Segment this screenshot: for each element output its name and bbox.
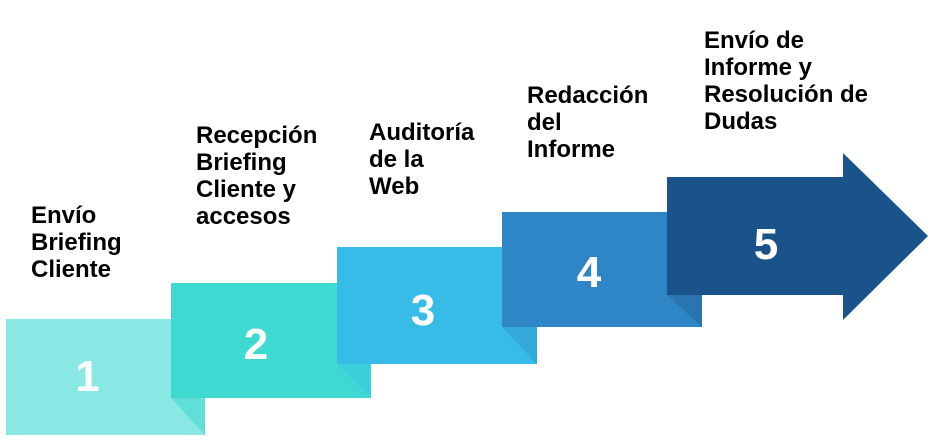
- step-4-fold: [502, 327, 537, 364]
- step-3-number: 3: [410, 285, 436, 335]
- step-1-number: 1: [75, 352, 100, 401]
- step-5-fold: [667, 295, 702, 327]
- step-2-fold: [171, 398, 205, 435]
- step-4-number: 4: [576, 247, 602, 297]
- step-1-label: Envío Briefing Cliente: [31, 202, 122, 283]
- step-3-fold: [337, 364, 371, 398]
- step-5-arrow: [667, 153, 928, 320]
- step-5-label: Envío de Informe y Resolución de Dudas: [704, 27, 869, 135]
- step-4-label: Redacción del Informe: [527, 82, 649, 163]
- step-2-label: Recepción Briefing Cliente y accesos: [196, 122, 318, 230]
- step-3-label: Auditoría de la Web: [369, 119, 475, 200]
- step-2-number: 2: [243, 319, 269, 369]
- step-5-number: 5: [753, 220, 779, 269]
